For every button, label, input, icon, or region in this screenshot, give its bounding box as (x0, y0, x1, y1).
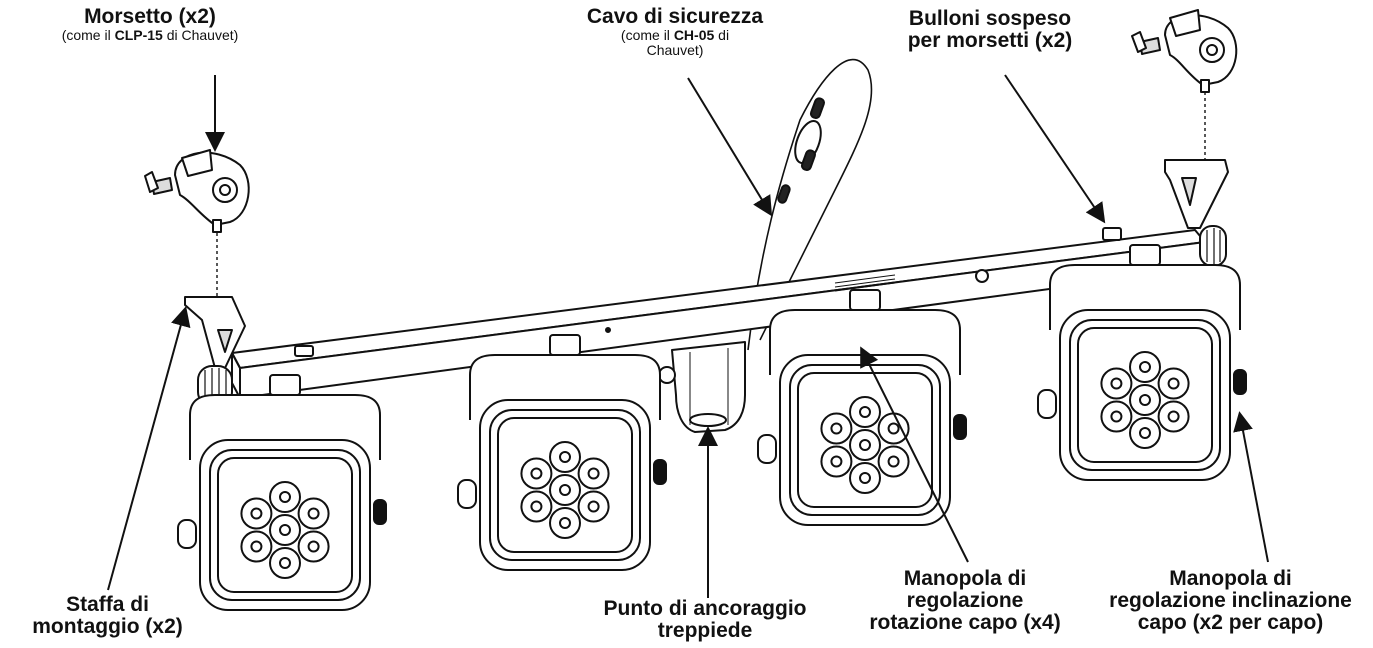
tilt-knob (953, 414, 967, 440)
label-clamp-bolts-line2: per morsetti (x2) (907, 29, 1073, 53)
led (520, 457, 553, 490)
led (269, 514, 301, 546)
clamp-right (1131, 9, 1238, 93)
led (1129, 417, 1161, 449)
clamp-bolt-right (1102, 227, 1122, 241)
clamp-bolt-left (294, 345, 314, 357)
safety-cable-clip (777, 97, 825, 204)
bar-end-knob-right (1199, 225, 1227, 267)
light-head (177, 374, 387, 611)
label-clamp-note: (come il CLP-15 di Chauvet) (61, 27, 239, 44)
light-head (457, 334, 667, 571)
led (297, 530, 330, 563)
arrow-rotation-knob (860, 346, 969, 563)
arrow-mounting-bracket (107, 306, 191, 591)
light-head (757, 289, 967, 526)
tilt-knob (653, 459, 667, 485)
tripod-anchor (658, 341, 746, 433)
led (849, 429, 881, 461)
led (577, 457, 610, 490)
label-rotation-knob-line3: rotazione capo (x4) (869, 611, 1061, 635)
led (877, 445, 910, 478)
led (549, 441, 581, 473)
led (240, 530, 273, 563)
label-tripod-point: Punto di ancoraggio treppiede (535, 597, 875, 643)
safety-cable (747, 58, 873, 351)
led (1129, 351, 1161, 383)
label-tilt-knob: Manopola di regolazione inclinazione cap… (1093, 567, 1368, 635)
led (877, 412, 910, 445)
led (1100, 367, 1133, 400)
clamp-left (144, 149, 250, 233)
label-rotation-knob-line2: regolazione (906, 589, 1024, 613)
label-mounting-bracket: Staffa di montaggio (x2) (0, 593, 215, 639)
led (297, 497, 330, 530)
arrow-safety-cable (687, 77, 773, 217)
label-rotation-knob: Manopola di regolazione rotazione capo (… (850, 567, 1080, 635)
tilt-knob (1233, 369, 1247, 395)
led (849, 396, 881, 428)
label-tripod-point-line1: Punto di ancoraggio (603, 597, 807, 620)
tilt-knob (177, 519, 197, 549)
led (240, 497, 273, 530)
arrow-tilt-knob (1233, 411, 1269, 563)
tilt-knob (457, 479, 477, 509)
label-safety-cable-note: (come il CH-05 di (620, 27, 730, 44)
led (577, 490, 610, 523)
mounting-bracket-right (1164, 159, 1229, 229)
label-tilt-knob-line3: capo (x2 per capo) (1137, 611, 1324, 635)
label-rotation-knob-line1: Manopola di (903, 567, 1027, 590)
label-mounting-bracket-line2: montaggio (x2) (32, 615, 183, 639)
label-safety-cable-note-line2: Chauvet) (646, 41, 704, 58)
led (549, 507, 581, 539)
arrow-clamp-bolts (1004, 74, 1106, 224)
led (1157, 400, 1190, 433)
led (820, 412, 853, 445)
tilt-knob (757, 434, 777, 464)
led (1100, 400, 1133, 433)
led (269, 547, 301, 579)
light-heads (177, 244, 1247, 611)
tilt-knob (1037, 389, 1057, 419)
label-clamp: Morsetto (x2) (come il CLP-15 di Chauvet… (0, 5, 300, 44)
led (1129, 384, 1161, 416)
led (1157, 367, 1190, 400)
label-tilt-knob-line2: regolazione inclinazione (1109, 589, 1352, 613)
light-head (1037, 244, 1247, 481)
led (849, 462, 881, 494)
label-clamp-title: Morsetto (x2) (84, 5, 216, 28)
tilt-knob (373, 499, 387, 525)
led (520, 490, 553, 523)
label-tilt-knob-line1: Manopola di (1169, 567, 1292, 590)
label-mounting-bracket-line1: Staffa di (66, 593, 149, 616)
label-safety-cable: Cavo di sicurezza (come il CH-05 di Chau… (545, 5, 805, 58)
label-clamp-bolts: Bulloni sospeso per morsetti (x2) (870, 7, 1110, 53)
label-clamp-bolts-line1: Bulloni sospeso (908, 7, 1072, 30)
label-safety-cable-title: Cavo di sicurezza (586, 5, 764, 28)
led (269, 481, 301, 513)
label-tripod-point-line2: treppiede (657, 619, 753, 643)
led (549, 474, 581, 506)
led (820, 445, 853, 478)
